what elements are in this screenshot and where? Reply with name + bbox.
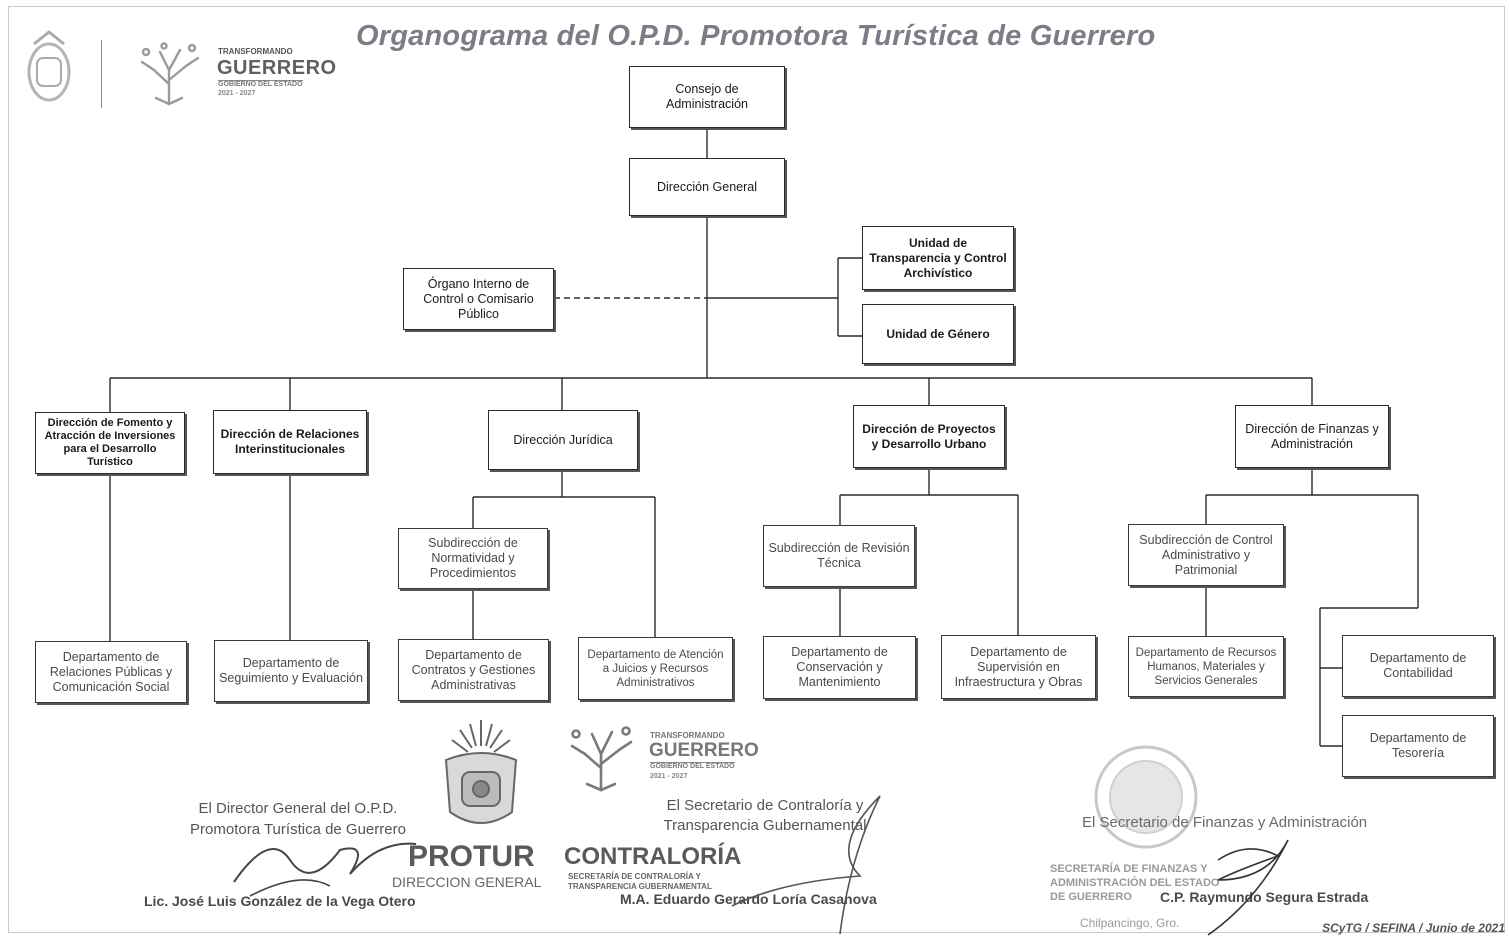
node-consejo: Consejo de Administración <box>629 66 785 128</box>
node-sub-control: Subdirección de Control Administrativo y… <box>1128 524 1284 586</box>
node-dep-seguimiento: Departamento de Seguimiento y Evaluación <box>214 640 368 702</box>
node-dep-contratos: Departamento de Contratos y Gestiones Ad… <box>398 639 549 701</box>
node-dep-supervision: Departamento de Supervisión en Infraestr… <box>941 635 1096 699</box>
logo-sub: GOBIERNO DEL ESTADO <box>218 80 303 88</box>
contraloria-tree-logo <box>565 722 637 792</box>
contraloria-signature <box>720 786 890 936</box>
finanzas-place: Chilpancingo, Gro. <box>1080 916 1180 930</box>
state-coat-of-arms-logo <box>24 28 74 106</box>
finanzas-name: C.P. Raymundo Segura Estrada <box>1160 889 1369 905</box>
node-sub-revision: Subdirección de Revisión Técnica <box>763 525 915 587</box>
node-dep-conservacion: Departamento de Conservación y Mantenimi… <box>763 636 916 699</box>
node-unidad-genero: Unidad de Género <box>862 304 1014 364</box>
node-dep-juicios: Departamento de Atención a Juicios y Rec… <box>578 637 733 700</box>
director-signature <box>230 820 420 900</box>
node-direccion-general: Dirección General <box>629 158 785 216</box>
protur-seal-logo <box>440 716 522 836</box>
contraloria-logo-years: 2021 - 2027 <box>650 773 688 780</box>
node-dir-fomento: Dirección de Fomento y Atracción de Inve… <box>35 412 185 474</box>
protur-stamp: PROTUR <box>408 840 535 873</box>
node-dep-recursos: Departamento de Recursos Humanos, Materi… <box>1128 636 1284 697</box>
node-dir-finanzas: Dirección de Finanzas y Administración <box>1235 405 1389 468</box>
node-sub-normatividad: Subdirección de Normatividad y Procedimi… <box>398 528 548 589</box>
guerrero-tree-logo <box>134 40 204 106</box>
node-dir-proyectos: Dirección de Proyectos y Desarrollo Urba… <box>853 405 1005 468</box>
director-role: El Director General del O.P.D. Promotora… <box>190 800 406 838</box>
logo-years: 2021 - 2027 <box>218 90 256 97</box>
contraloria-logo-sub: GOBIERNO DEL ESTADO <box>650 762 735 770</box>
contraloria-stamp: CONTRALORÍA <box>564 843 742 870</box>
finanzas-signature <box>1178 820 1308 937</box>
contraloria-stamp-sub: SECRETARÍA DE CONTRALORÍA Y TRANSPARENCI… <box>568 872 712 891</box>
contraloria-logo-brand: GUERRERO <box>649 740 759 761</box>
director-name: Lic. José Luis González de la Vega Otero <box>144 893 416 909</box>
node-dep-contabilidad: Departamento de Contabilidad <box>1342 635 1494 697</box>
finanzas-stamp: SECRETARÍA DE FINANZAS Y ADMINISTRACIÓN … <box>1050 863 1220 903</box>
logo-brand: GUERRERO <box>217 57 337 79</box>
logo-small-text: TRANSFORMANDO <box>218 47 293 56</box>
page-frame <box>8 6 1505 933</box>
node-dep-relaciones-publicas: Departamento de Relaciones Públicas y Co… <box>35 641 187 703</box>
contraloria-role: El Secretario de Contraloría y Transpare… <box>663 797 867 834</box>
node-organo-interno: Órgano Interno de Control o Comisario Pú… <box>403 268 554 330</box>
node-unidad-transparencia: Unidad de Transparencia y Control Archiv… <box>862 226 1014 290</box>
contraloria-logo-small: TRANSFORMANDO <box>650 731 725 740</box>
footer-reference: SCyTG / SEFINA / Junio de 2021 <box>1322 921 1505 935</box>
protur-stamp-sub: DIRECCION GENERAL <box>392 874 542 890</box>
header-divider <box>101 40 102 108</box>
node-dep-tesoreria: Departamento de Tesorería <box>1342 715 1494 777</box>
finanzas-role: El Secretario de Finanzas y Administraci… <box>1082 814 1368 831</box>
node-dir-relaciones: Dirección de Relaciones Interinstitucion… <box>213 410 367 474</box>
finanzas-seal <box>1086 742 1206 852</box>
node-dir-juridica: Dirección Jurídica <box>488 410 638 470</box>
page-title: Organograma del O.P.D. Promotora Turísti… <box>356 20 1156 52</box>
